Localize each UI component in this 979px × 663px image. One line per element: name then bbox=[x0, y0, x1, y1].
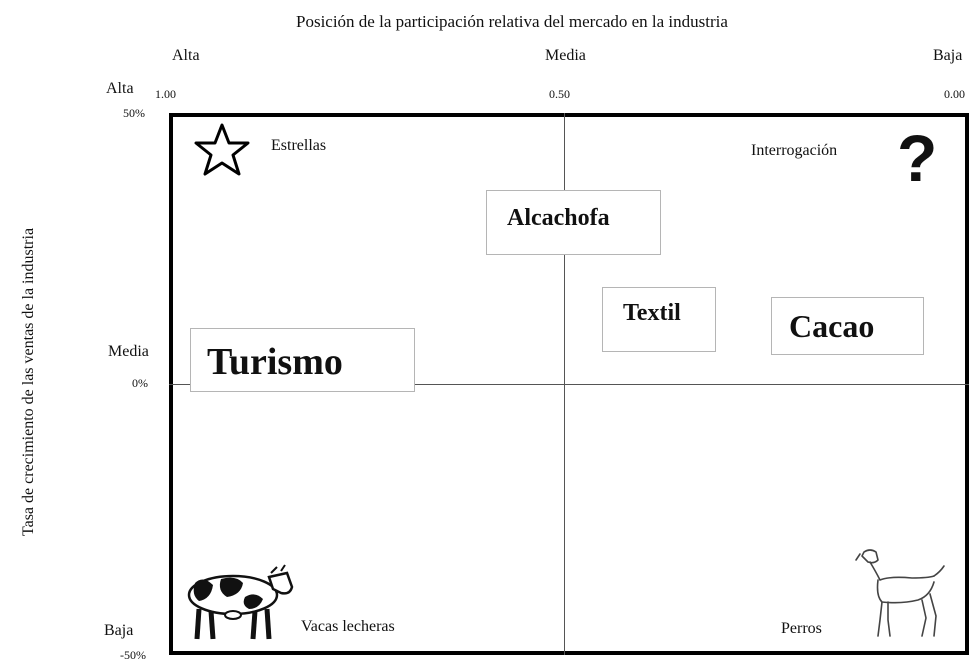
y-level-medium: Media bbox=[108, 343, 149, 360]
y-value-low: -50% bbox=[120, 648, 146, 662]
item-box-textil: Textil bbox=[602, 287, 716, 352]
y-value-medium: 0% bbox=[132, 376, 148, 390]
quadrant-label-cows: Vacas lecheras bbox=[301, 618, 395, 635]
question-mark-icon: ? bbox=[897, 121, 938, 195]
quadrant-label-stars: Estrellas bbox=[271, 137, 327, 154]
quadrant-label-question: Interrogación bbox=[751, 142, 838, 159]
y-axis-title: Tasa de crecimiento de las ventas de la … bbox=[20, 227, 37, 537]
x-level-low: Baja bbox=[933, 47, 963, 64]
cow-icon bbox=[187, 564, 294, 640]
star-icon bbox=[194, 123, 250, 176]
y-level-low: Baja bbox=[104, 622, 134, 639]
x-level-high: Alta bbox=[172, 47, 200, 64]
horizontal-divider bbox=[169, 384, 969, 385]
item-label-turismo: Turismo bbox=[207, 341, 343, 383]
item-box-turismo: Turismo bbox=[190, 328, 415, 392]
item-box-alcachofa: Alcachofa bbox=[486, 190, 661, 255]
item-box-cacao: Cacao bbox=[771, 297, 924, 355]
item-label-cacao: Cacao bbox=[789, 308, 875, 344]
x-level-medium: Media bbox=[545, 47, 586, 64]
item-label-alcachofa: Alcachofa bbox=[507, 205, 610, 231]
quadrant-label-dogs: Perros bbox=[781, 620, 822, 637]
y-value-high: 50% bbox=[123, 106, 145, 120]
x-axis-title: Posición de la participación relativa de… bbox=[296, 12, 728, 31]
item-label-textil: Textil bbox=[623, 300, 681, 326]
x-value-low: 0.00 bbox=[944, 87, 965, 101]
y-level-high: Alta bbox=[106, 80, 134, 97]
x-value-medium: 0.50 bbox=[549, 87, 570, 101]
x-value-high: 1.00 bbox=[155, 87, 176, 101]
dog-icon bbox=[855, 549, 945, 637]
